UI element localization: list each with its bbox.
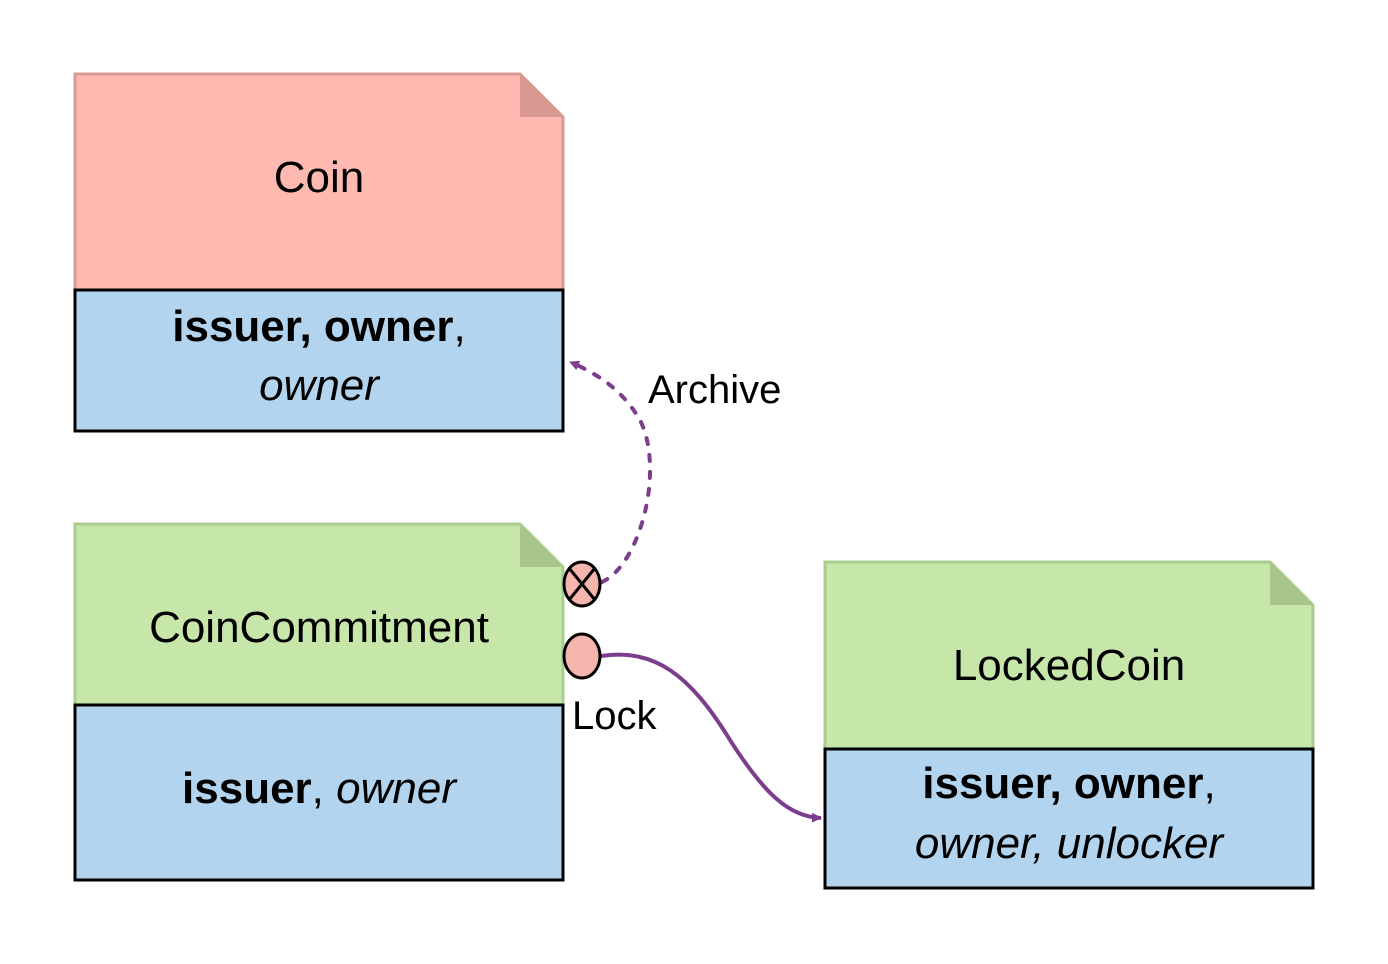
coin-commitment-signatories: issuer — [182, 764, 312, 813]
coin-title: Coin — [274, 153, 365, 202]
locked-coin-header — [823, 560, 1315, 751]
archive-edge — [568, 360, 653, 584]
lock-choice[interactable]: Lock — [562, 632, 822, 823]
coin-fields-separator: , — [454, 302, 466, 351]
choice-circle-icon — [562, 632, 602, 680]
coin-commitment-title: CoinCommitment — [149, 603, 489, 652]
archive-label: Archive — [648, 368, 781, 412]
coin-fields-box — [73, 288, 565, 433]
coin-fold-corner — [520, 74, 563, 117]
coin-commitment-fields-line1: issuer, owner — [182, 764, 458, 813]
coin-header — [73, 72, 565, 292]
locked-coin-title: LockedCoin — [953, 641, 1185, 690]
coin-signatories: issuer, owner — [172, 302, 453, 351]
locked-coin-fields-box — [823, 747, 1315, 890]
coin-commitment-template[interactable]: CoinCommitment issuer, owner — [73, 522, 565, 882]
archive-x-icon — [562, 560, 602, 608]
coin-commitment-fold-corner — [520, 524, 563, 567]
locked-coin-signatories: issuer, owner — [922, 759, 1203, 808]
coin-fields-line2: owner — [259, 361, 381, 410]
locked-coin-template[interactable]: LockedCoin issuer, owner, owner, unlocke… — [823, 560, 1315, 890]
locked-coin-fields-separator: , — [1204, 759, 1216, 808]
coin-commitment-fields-separator: , — [312, 764, 336, 813]
locked-coin-fields-line2: owner, unlocker — [915, 819, 1226, 868]
locked-coin-fields-line1: issuer, owner, — [922, 759, 1215, 808]
coin-commitment-header — [73, 522, 565, 707]
locked-coin-fold-corner — [1270, 562, 1313, 605]
coin-fields-line1: issuer, owner, — [172, 302, 465, 351]
coin-commitment-observers: owner — [336, 764, 458, 813]
lock-label: Lock — [572, 694, 657, 738]
archive-choice[interactable]: Archive — [562, 360, 781, 608]
lock-edge — [600, 652, 822, 823]
coin-template[interactable]: Coin issuer, owner, owner — [73, 72, 565, 433]
coin-commitment-fields-box — [73, 703, 565, 882]
